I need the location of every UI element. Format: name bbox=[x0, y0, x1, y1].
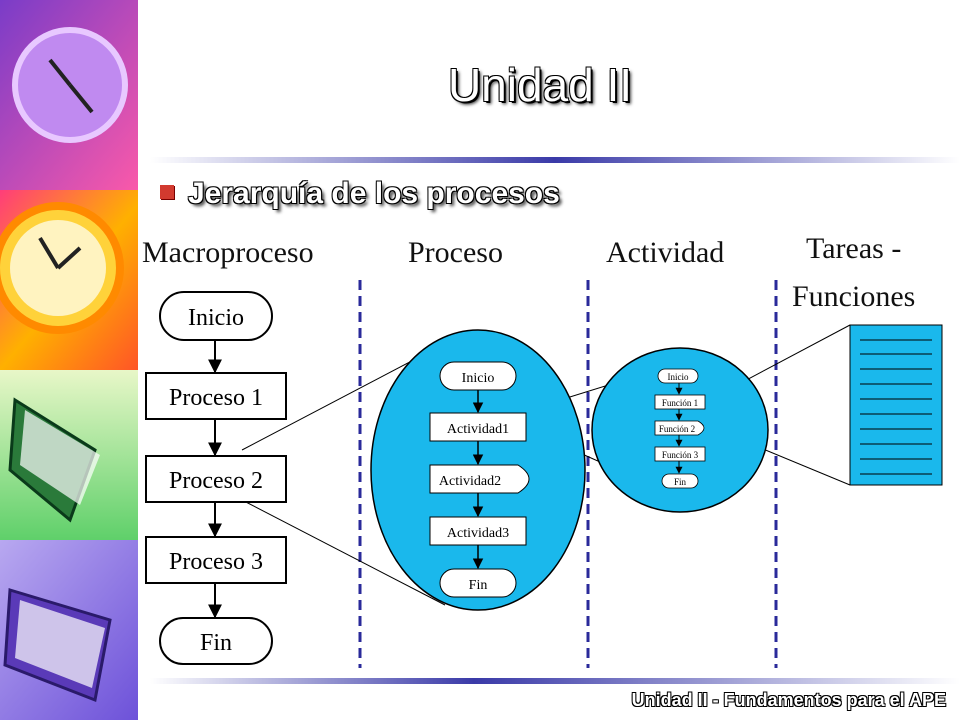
column-heading-actividad: Actividad bbox=[606, 236, 725, 269]
slide-footer: Unidad II - Fundamentos para el APE bbox=[631, 690, 946, 710]
column-heading-tareas-line1: Tareas - bbox=[806, 232, 902, 265]
activity-step-label-3: Función 3 bbox=[662, 450, 699, 460]
footer-divider bbox=[150, 678, 960, 684]
macro-step-node-1 bbox=[145, 372, 287, 420]
slide-background bbox=[138, 0, 960, 720]
process-step-node-2 bbox=[429, 464, 530, 494]
column-heading-tareas-line2: Funciones bbox=[792, 280, 916, 313]
process-step-label-2: Actividad2 bbox=[439, 474, 501, 489]
activity-start-node bbox=[657, 368, 699, 384]
subtitle-text: Jerarquía de los procesos bbox=[188, 177, 560, 210]
title-divider bbox=[150, 157, 960, 163]
zoom-line-macro-bottom bbox=[241, 499, 446, 606]
slide-subtitle: Jerarquía de los procesos bbox=[160, 177, 560, 211]
macro-step-node-3 bbox=[145, 536, 287, 584]
tasks-list bbox=[849, 324, 943, 486]
macro-end-node bbox=[159, 617, 273, 665]
decorative-clock-stripe bbox=[0, 0, 150, 720]
process-step-label-1: Actividad1 bbox=[447, 422, 509, 437]
macro-step-label-2: Proceso 2 bbox=[169, 468, 263, 494]
slide-title: Unidad II bbox=[447, 59, 633, 111]
macro-end-label: Fin bbox=[200, 630, 232, 656]
process-flow: Inicio Actividad1 Actividad2 Actividad3 … bbox=[370, 329, 586, 611]
process-end-node bbox=[439, 568, 517, 598]
activity-step-label-2: Función 2 bbox=[659, 424, 695, 434]
activity-flow: Inicio Función 1 Función 2 Función 3 Fin bbox=[591, 347, 769, 513]
tasks-list-box bbox=[849, 324, 943, 486]
activity-end-label: Fin bbox=[674, 477, 687, 487]
activity-step-node-1 bbox=[654, 394, 706, 410]
square-bullet-icon bbox=[160, 185, 174, 200]
process-start-label: Inicio bbox=[462, 371, 495, 386]
process-end-label: Fin bbox=[469, 578, 488, 593]
activity-start-label: Inicio bbox=[668, 372, 689, 382]
activity-end-node bbox=[661, 473, 699, 489]
activity-step-node-3 bbox=[654, 446, 706, 462]
column-heading-macroproceso: Macroproceso bbox=[142, 236, 314, 269]
macro-step-label-3: Proceso 3 bbox=[169, 549, 263, 575]
process-step-label-3: Actividad3 bbox=[447, 526, 509, 541]
macro-step-label-1: Proceso 1 bbox=[169, 385, 263, 411]
macro-flow: Inicio Proceso 1 Proceso 2 Proceso 3 Fin bbox=[145, 291, 287, 665]
activity-step-node-2 bbox=[654, 420, 705, 436]
activity-step-label-1: Función 1 bbox=[662, 398, 698, 408]
column-heading-proceso: Proceso bbox=[408, 236, 503, 269]
process-step-node-1 bbox=[429, 412, 527, 442]
macro-start-label: Inicio bbox=[188, 305, 244, 331]
